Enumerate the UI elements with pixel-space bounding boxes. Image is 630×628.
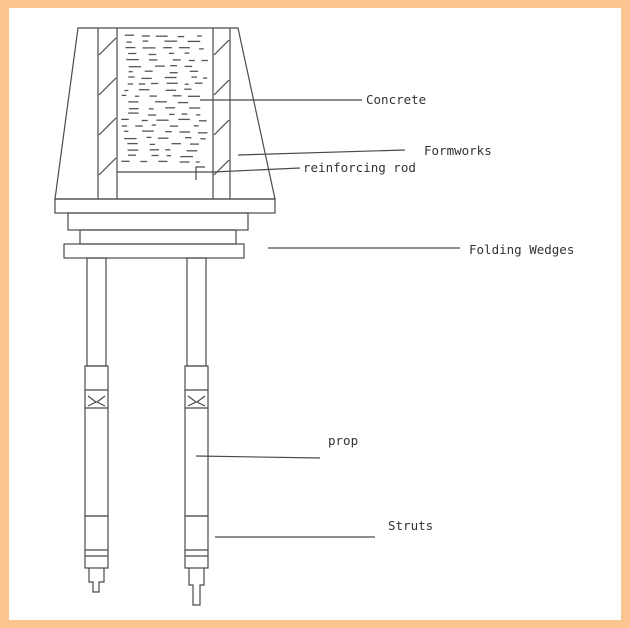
right-prop xyxy=(184,257,209,606)
label-reinforcing-rod: reinforcing rod xyxy=(303,160,416,175)
diagram-frame xyxy=(9,8,621,620)
label-struts: Struts xyxy=(388,518,433,533)
label-formwork: Formworks xyxy=(424,143,492,158)
bearer-lower xyxy=(79,229,237,245)
label-prop: prop xyxy=(328,433,358,448)
left-prop xyxy=(84,257,109,593)
label-folding-wedges: Folding Wedges xyxy=(469,242,574,257)
formwork-outline xyxy=(54,27,276,200)
prop-leader xyxy=(195,455,321,459)
label-concrete: Concrete xyxy=(366,92,426,107)
bearer-middle xyxy=(67,212,249,231)
bearer-top xyxy=(54,198,276,214)
rod-leader xyxy=(212,167,301,173)
reinforcing-rod-hook xyxy=(195,166,205,180)
concrete-fill xyxy=(121,34,208,163)
formwork-leader xyxy=(237,149,406,156)
folding-wedges xyxy=(63,243,245,259)
formwork-hatching xyxy=(98,37,230,176)
